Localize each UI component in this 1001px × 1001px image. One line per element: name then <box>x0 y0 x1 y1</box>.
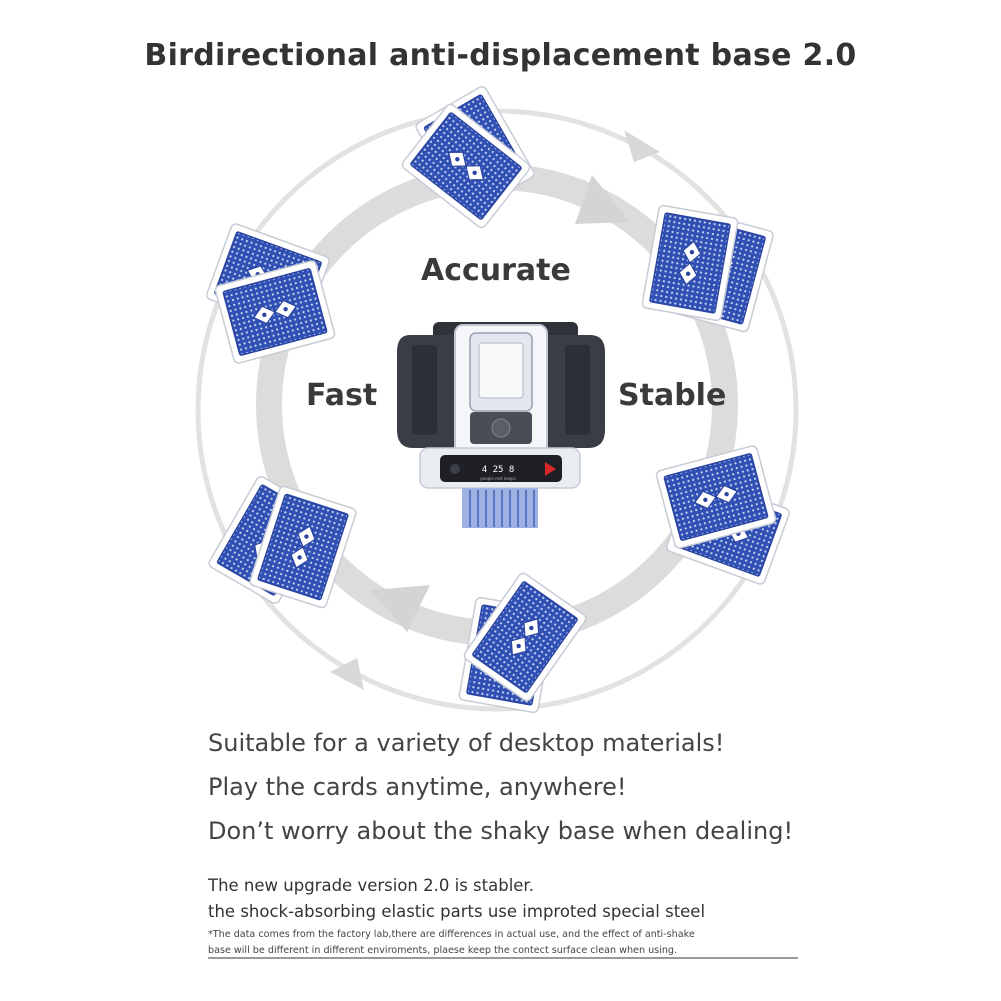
arrow-icon <box>575 175 630 224</box>
card-pair-bottom <box>457 570 589 714</box>
upgrade-notes: The new upgrade version 2.0 is stabler. … <box>208 873 808 959</box>
card-pair-lower-left <box>206 474 358 610</box>
feature-item: Play the cards anytime, anywhere! <box>208 773 627 801</box>
arrow-icon <box>370 585 430 632</box>
display-caption: people rest keeps <box>480 476 516 481</box>
note-line: The new upgrade version 2.0 is stabler. <box>208 876 534 895</box>
disclaimer-line: *The data comes from the factory lab,the… <box>208 929 695 940</box>
arrow-icon <box>330 658 364 690</box>
arrow-icon <box>624 130 660 162</box>
card-shuffler-device: 4 25 8 people rest keeps <box>397 322 605 528</box>
keyword-accurate: Accurate <box>421 253 571 288</box>
display-readout: 4 25 8 <box>482 465 515 475</box>
headline: Birdirectional anti-displacement base 2.… <box>144 38 857 73</box>
disclaimer-line: base will be different in different envi… <box>208 945 678 956</box>
divider <box>208 957 798 959</box>
note-line: the shock-absorbing elastic parts use im… <box>208 902 706 921</box>
keyword-stable: Stable <box>618 378 727 413</box>
feature-item: Don’t worry about the shaky base when de… <box>208 817 794 845</box>
card-pair-upper-left <box>204 221 337 365</box>
card-pair-top <box>399 84 537 231</box>
feature-list: Suitable for a variety of desktop materi… <box>208 726 968 858</box>
feature-item: Suitable for a variety of desktop materi… <box>208 729 725 757</box>
keyword-fast: Fast <box>306 378 378 413</box>
card-pair-upper-right <box>640 204 775 334</box>
